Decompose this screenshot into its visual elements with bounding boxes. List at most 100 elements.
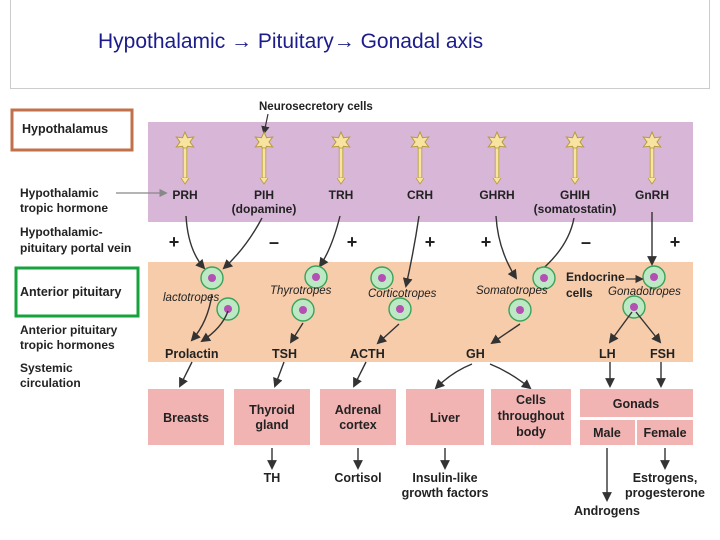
target-cells-3: body <box>516 425 546 439</box>
rh-label-prh: PRH <box>172 188 197 202</box>
pituitary-cell-icon <box>304 265 328 289</box>
title-divider <box>10 88 710 89</box>
pituitary-cell-icon <box>622 295 646 319</box>
neuron-icon <box>565 130 585 185</box>
pituitary-cell-icon <box>200 266 224 290</box>
product-cortisol: Cortisol <box>334 471 381 485</box>
hormone-gh: GH <box>466 347 485 361</box>
sign-trh: + <box>347 232 358 252</box>
product-estrogens-1: Estrogens, <box>633 471 698 485</box>
rh-label-crh: CRH <box>407 188 433 202</box>
cell-label-somatotropes: Somatotropes <box>476 285 548 297</box>
hormone-tsh: TSH <box>272 347 297 361</box>
pituitary-cell-icon <box>291 298 315 322</box>
neuron-icon <box>175 130 195 185</box>
target-cells-1: Cells <box>516 393 546 407</box>
product-th: TH <box>264 471 281 485</box>
arrow-tsh-thyroid <box>273 361 285 388</box>
arrow-lacto2-prolactin <box>200 310 229 343</box>
target-box-female <box>637 420 693 445</box>
rh-label-ghrh: GHRH <box>479 188 514 202</box>
target-male: Male <box>593 426 621 440</box>
target-box-male <box>580 420 635 445</box>
sign-ghrh: + <box>481 232 492 252</box>
target-cells-2: throughout <box>498 409 565 423</box>
target-box-liver <box>406 389 484 445</box>
arrow-somato-gh <box>490 323 521 345</box>
portal-vein-label-1: Hypothalamic- <box>20 225 103 239</box>
pituitary-cell-icon <box>388 297 412 321</box>
arrow-gonado-fsh <box>635 311 662 344</box>
target-breasts: Breasts <box>163 411 209 425</box>
target-liver: Liver <box>430 411 460 425</box>
target-adrenal-2: cortex <box>339 418 377 432</box>
rh-label-ghih: GHIH <box>560 188 590 202</box>
hormone-acth: ACTH <box>350 347 385 361</box>
portal-arrow-ghrh <box>495 215 518 280</box>
hypothalamus-label: Hypothalamus <box>22 122 108 136</box>
portal-arrow-pih <box>222 217 263 270</box>
target-gonads: Gonads <box>613 397 660 411</box>
neuron-icon <box>331 130 351 185</box>
cell-label-gonadotropes: Gonadotropes <box>608 286 681 298</box>
target-box-cells <box>491 389 571 445</box>
pituitary-cells <box>200 265 666 322</box>
target-box-breasts <box>148 389 224 445</box>
sign-prh: + <box>169 232 180 252</box>
portal-arrow-trh <box>318 215 341 268</box>
hormone-prolactin: Prolactin <box>165 347 219 361</box>
pituitary-cell-icon <box>508 298 532 322</box>
cell-label-corticotropes: Corticotropes <box>368 288 437 300</box>
anterior-pituitary-label: Anterior pituitary <box>20 285 121 299</box>
product-estrogens-2: progesterone <box>625 486 705 500</box>
target-box-gonads <box>580 389 693 417</box>
product-igf-1: Insulin-like <box>412 471 477 485</box>
arrow-gh-cells <box>489 363 532 390</box>
tropic-hormone-label-1: Hypothalamic <box>20 186 99 200</box>
anterior-tropic-label-2: tropic hormones <box>20 338 115 352</box>
product-androgens: Androgens <box>574 504 640 518</box>
neuron-row <box>175 130 662 185</box>
anterior-tropic-label-1: Anterior pituitary <box>20 323 118 337</box>
anterior-pituitary-highlight-box <box>14 266 140 318</box>
neuron-icon <box>254 130 274 185</box>
tropic-hormone-label-2: tropic hormone <box>20 201 108 215</box>
neuron-icon <box>642 130 662 185</box>
cell-label-thyrotropes: Thyrotropes <box>270 285 332 297</box>
sign-pih: – <box>269 232 279 252</box>
neuron-icon <box>487 130 507 185</box>
endocrine-cells-label-2: cells <box>566 286 593 300</box>
target-box-adrenal <box>320 389 396 445</box>
portal-arrow-crh <box>402 215 420 288</box>
arrow-gh-liver <box>434 363 473 390</box>
rh-label-trh: TRH <box>329 188 354 202</box>
target-female: Female <box>643 426 686 440</box>
arrow-thyro-tsh <box>289 322 304 344</box>
pituitary-cell-icon <box>532 266 556 290</box>
arrow-lacto-prolactin <box>190 293 213 342</box>
sign-gnrh: + <box>670 232 681 252</box>
sign-crh: + <box>425 232 436 252</box>
rh-sub-ghih: (somatostatin) <box>534 202 617 216</box>
sign-ghih: – <box>581 232 591 252</box>
hormone-fsh: FSH <box>650 347 675 361</box>
portal-vein-label-2: pituitary portal vein <box>20 241 131 255</box>
target-adrenal-1: Adrenal <box>335 403 382 417</box>
slide-title: Hypothalamic → Pituitary→ Gonadal axis <box>98 30 484 53</box>
arrow-prolactin-breasts <box>179 361 193 388</box>
product-igf-2: growth factors <box>402 486 489 500</box>
hpg-axis-diagram: Hypothalamus Hypothalamic tropic hormone… <box>10 101 705 518</box>
rh-sub-pih: (dopamine) <box>232 202 297 216</box>
pituitary-cell-icon <box>642 265 666 289</box>
arrow-acth-adrenal <box>353 361 367 388</box>
arrow-cortico-acth <box>376 323 400 345</box>
target-thyroid-2: gland <box>255 418 288 432</box>
pituitary-cell-icon <box>370 266 394 290</box>
pituitary-cell-icon <box>216 297 240 321</box>
neurosecretory-label: Neurosecretory cells <box>259 101 373 113</box>
rh-label-gnrh: GnRH <box>635 188 669 202</box>
target-thyroid-1: Thyroid <box>249 403 295 417</box>
neuron-icon <box>410 130 430 185</box>
cell-label-lactotropes: lactotropes <box>163 292 220 304</box>
hypothalamus-highlight-box <box>10 108 134 152</box>
